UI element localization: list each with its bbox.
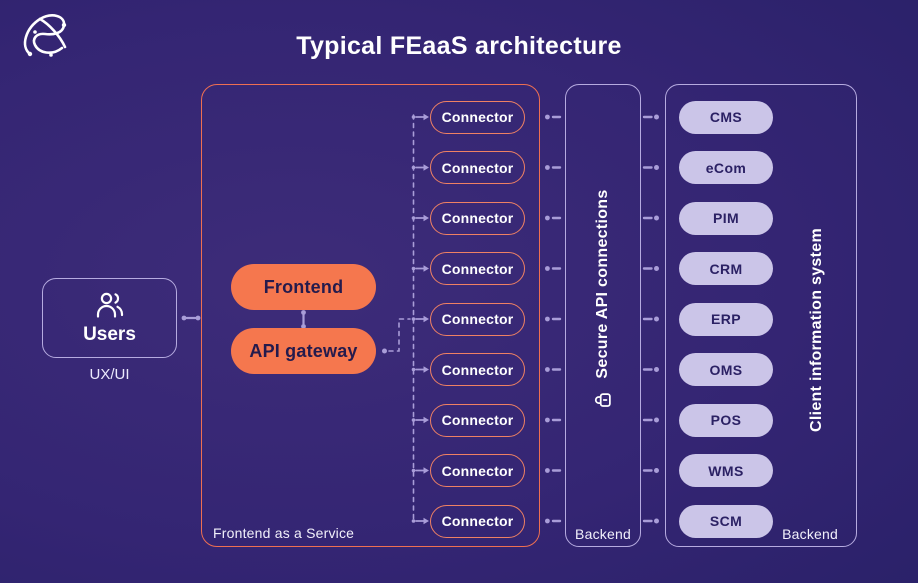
secure-api-box (565, 84, 641, 547)
users-label: Users (83, 323, 136, 345)
secure-backend-caption: Backend (575, 526, 631, 542)
system-pill-cms: CMS (679, 100, 773, 134)
system-pill-ecom: eCom (679, 151, 773, 184)
brand-logo-icon (23, 14, 67, 57)
users-box: Users (42, 278, 177, 358)
system-pill-erp: ERP (679, 302, 773, 336)
api-gateway-pill: API gateway (231, 328, 376, 374)
connector-pill: Connector (430, 252, 525, 285)
secure-api-label-group: Secure API connections (592, 189, 614, 410)
connector-pill: Connector (430, 504, 525, 538)
system-pill-pim: PIM (679, 201, 773, 235)
system-pill-crm: CRM (679, 252, 773, 285)
page-title: Typical FEaaS architecture (296, 32, 622, 60)
uxui-caption: UX/UI (89, 366, 130, 383)
connector-pill: Connector (430, 353, 525, 386)
secure-api-label: Secure API connections (594, 189, 611, 379)
system-pill-pos: POS (679, 403, 773, 437)
client-system-label: Client information system (808, 228, 825, 432)
client-system-box (665, 84, 857, 547)
connector-pill: Connector (430, 403, 525, 437)
client-backend-caption: Backend (782, 526, 838, 542)
connector-pill: Connector (430, 201, 525, 235)
feaas-caption: Frontend as a Service (213, 525, 355, 541)
system-pill-scm: SCM (679, 504, 773, 538)
system-pill-wms: WMS (679, 454, 773, 487)
users-icon (96, 292, 123, 318)
system-pill-oms: OMS (679, 353, 773, 386)
connector-pill: Connector (430, 151, 525, 184)
connector-pill: Connector (430, 302, 525, 336)
feaas-box (201, 84, 540, 547)
connector-pill: Connector (430, 100, 525, 134)
lock-icon (594, 393, 611, 407)
frontend-pill: Frontend (231, 264, 376, 310)
connector-pill: Connector (430, 454, 525, 487)
